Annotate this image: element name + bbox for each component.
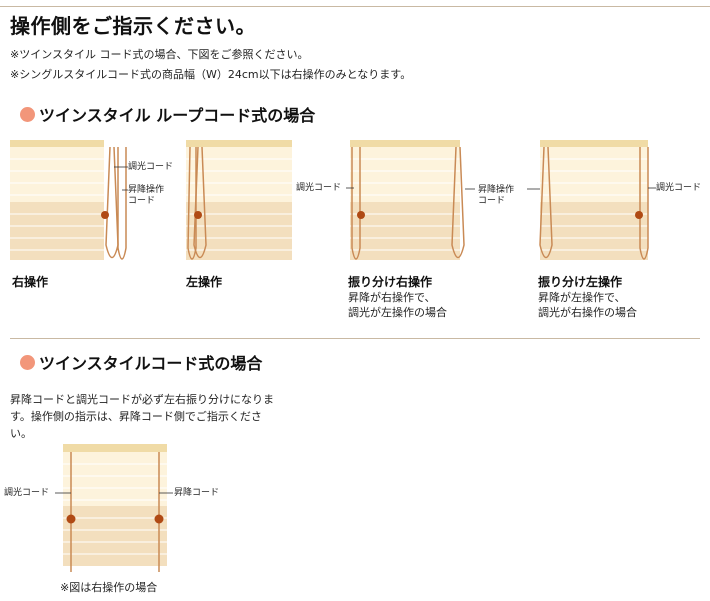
label-dimming-cord: 調光コード: [656, 183, 702, 193]
blind-left-operation: [186, 140, 292, 260]
section-loop-title: ツインスタイル ループコード式の場合: [39, 106, 316, 125]
section-loop-heading: ツインスタイル ループコード式の場合: [20, 102, 315, 126]
case-label-right: 右操作: [12, 275, 49, 289]
figure-caption: ※図は右操作の場合: [60, 581, 158, 594]
blind-split-right: [346, 140, 465, 260]
section-cord-body: 昇降コードと調光コードが必ず左右振り分けになります。操作側の指示は、昇降コード側…: [10, 393, 274, 440]
case-label-split-right: 振り分け右操作: [348, 275, 433, 289]
case-desc-split-right: 昇降が右操作で、 調光が左操作の場合: [348, 291, 447, 319]
label-lift-cord: 昇降コード: [174, 488, 220, 498]
label-lift-cord: 昇降操作 コード: [128, 185, 165, 206]
lift-cord-leader-lines: [465, 188, 540, 190]
blind-right-operation: [10, 140, 128, 260]
section-cord-title: ツインスタイルコード式の場合: [39, 354, 263, 373]
section-divider: [10, 338, 700, 339]
case-label-left: 左操作: [186, 275, 223, 289]
orange-dot-icon: [20, 106, 35, 122]
case-desc-split-left: 昇降が左操作で、 調光が右操作の場合: [538, 291, 637, 319]
section-cord-heading: ツインスタイルコード式の場合: [20, 350, 262, 374]
orange-dot-icon: [20, 354, 35, 370]
note-single-width: ※シングルスタイルコード式の商品幅（W）24cm以下は右操作のみとなります。: [10, 68, 412, 81]
label-dimming-cord: 調光コード: [4, 488, 50, 498]
top-rule: [0, 6, 710, 7]
case-label-split-left: 振り分け左操作: [538, 275, 623, 289]
blind-twin-cord: [55, 444, 173, 572]
label-lift-cord: 昇降操作 コード: [478, 185, 515, 206]
page-title: 操作側をご指示ください。: [10, 14, 256, 38]
note-twin-cord: ※ツインスタイル コード式の場合、下図をご参照ください。: [10, 48, 309, 61]
label-dimming-cord: 調光コード: [296, 183, 342, 193]
blind-split-left: [539, 140, 656, 260]
label-dimming-cord: 調光コード: [128, 162, 174, 172]
